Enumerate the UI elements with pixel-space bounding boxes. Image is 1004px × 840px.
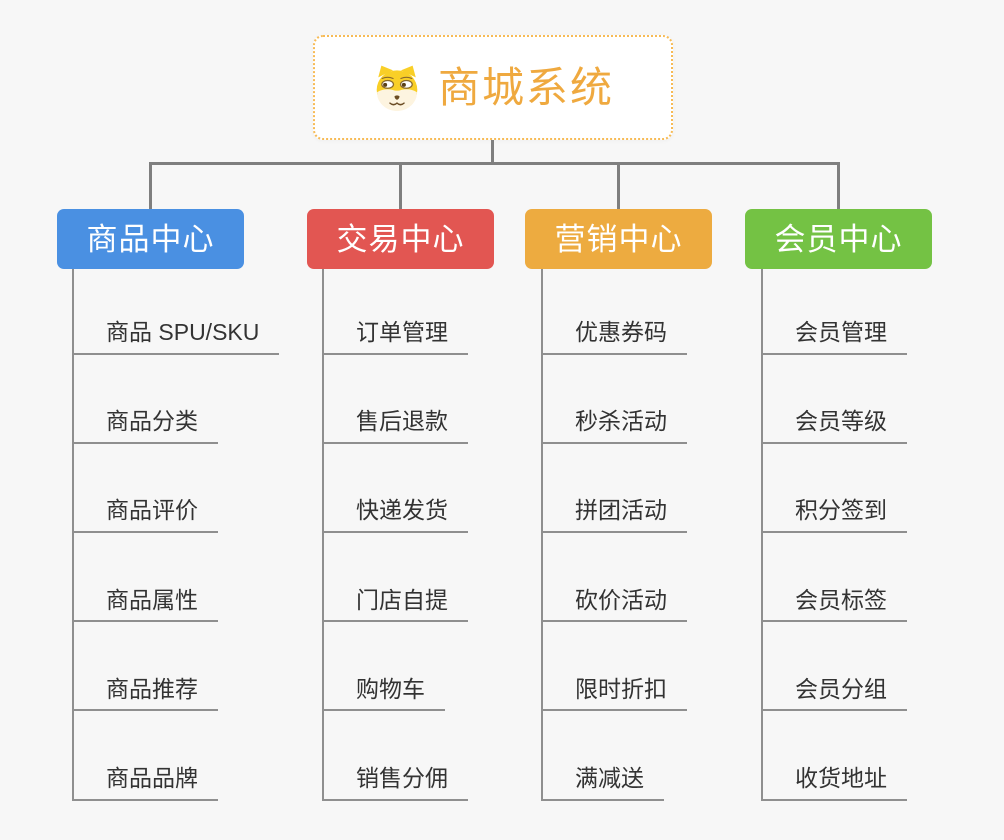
connector-drop-marketing [617,162,620,210]
node-label: 商品推荐 [106,675,198,702]
node-label: 商品品牌 [106,765,198,792]
node-label: 满减送 [575,765,644,792]
node-label: 拼团活动 [575,497,667,524]
mindmap-node[interactable]: 会员管理 [761,266,907,355]
mindmap-node[interactable]: 会员分组 [761,622,907,712]
node-label: 购物车 [356,675,425,702]
node-label: 售后退款 [356,408,448,435]
mindmap-node[interactable]: 会员标签 [761,533,907,623]
mindmap-node[interactable]: 会员等级 [761,355,907,444]
mindmap-node[interactable]: 商品 SPU/SKU [72,266,280,355]
mindmap-node[interactable]: 快递发货 [322,444,468,534]
branch-header-label: 会员中心 [774,221,903,257]
mindmap-node[interactable]: 商品属性 [72,533,218,623]
node-label: 订单管理 [356,319,448,346]
connector-root-stem [491,140,494,164]
node-label: 销售分佣 [356,765,448,792]
node-label: 积分签到 [795,497,887,524]
branch-items-member: 会员管理 会员等级 积分签到 会员标签 会员分组 收货地址 [761,266,907,801]
mindmap-node[interactable]: 门店自提 [322,533,468,623]
branch-header-trade[interactable]: 交易中心 [307,209,494,269]
connector-drop-trade [399,162,402,210]
doge-icon [376,65,418,111]
mindmap-node[interactable]: 商品推荐 [72,622,218,712]
node-label: 优惠券码 [575,319,667,346]
mindmap-node[interactable]: 商品评价 [72,444,218,534]
node-label: 收货地址 [795,765,887,792]
mindmap-node[interactable]: 限时折扣 [541,622,687,712]
mindmap-node[interactable]: 优惠券码 [541,266,687,355]
connector-drop-member [837,162,840,210]
branch-trunk-trade [322,269,324,801]
branch-trunk-marketing [541,269,543,801]
branch-trunk-member [761,269,763,801]
node-label: 商品评价 [106,497,198,524]
node-label: 秒杀活动 [575,408,667,435]
node-label: 会员等级 [795,408,887,435]
branch-header-label: 营销中心 [554,221,683,257]
mindmap-node[interactable]: 商品分类 [72,355,218,444]
node-label: 限时折扣 [575,675,667,702]
mindmap-node[interactable]: 售后退款 [322,355,468,444]
node-label: 商品属性 [106,586,198,613]
mindmap-node[interactable]: 秒杀活动 [541,355,687,444]
node-label: 会员管理 [795,319,887,346]
node-label: 门店自提 [356,586,448,613]
branch-items-product: 商品 SPU/SKU 商品分类 商品评价 商品属性 商品推荐 商品品牌 [72,266,280,801]
branch-items-trade: 订单管理 售后退款 快递发货 门店自提 购物车 销售分佣 [322,266,468,801]
mindmap-node[interactable]: 满减送 [541,711,664,801]
mindmap-node[interactable]: 订单管理 [322,266,468,355]
node-label: 商品 SPU/SKU [106,319,260,346]
connector-horizontal-bar [149,162,840,165]
mindmap-node[interactable]: 销售分佣 [322,711,468,801]
root-node[interactable]: 商城系统 [313,35,673,140]
node-label: 快递发货 [356,497,448,524]
node-label: 会员分组 [795,675,887,702]
branch-header-member[interactable]: 会员中心 [745,209,932,269]
branch-header-product[interactable]: 商品中心 [57,209,244,269]
node-label: 会员标签 [795,586,887,613]
node-label: 砍价活动 [575,586,667,613]
branch-items-marketing: 优惠券码 秒杀活动 拼团活动 砍价活动 限时折扣 满减送 [541,266,687,801]
mindmap-node[interactable]: 商品品牌 [72,711,218,801]
branch-header-label: 商品中心 [86,221,215,257]
mindmap-node[interactable]: 砍价活动 [541,533,687,623]
branch-header-label: 交易中心 [336,221,465,257]
mindmap-node[interactable]: 积分签到 [761,444,907,534]
connector-drop-product [149,162,152,210]
branch-header-marketing[interactable]: 营销中心 [525,209,712,269]
node-label: 商品分类 [106,408,198,435]
root-title: 商城系统 [437,63,614,111]
mindmap-node[interactable]: 拼团活动 [541,444,687,534]
branch-trunk-product [72,269,74,801]
mindmap-node[interactable]: 购物车 [322,622,445,712]
mindmap-node[interactable]: 收货地址 [761,711,907,801]
